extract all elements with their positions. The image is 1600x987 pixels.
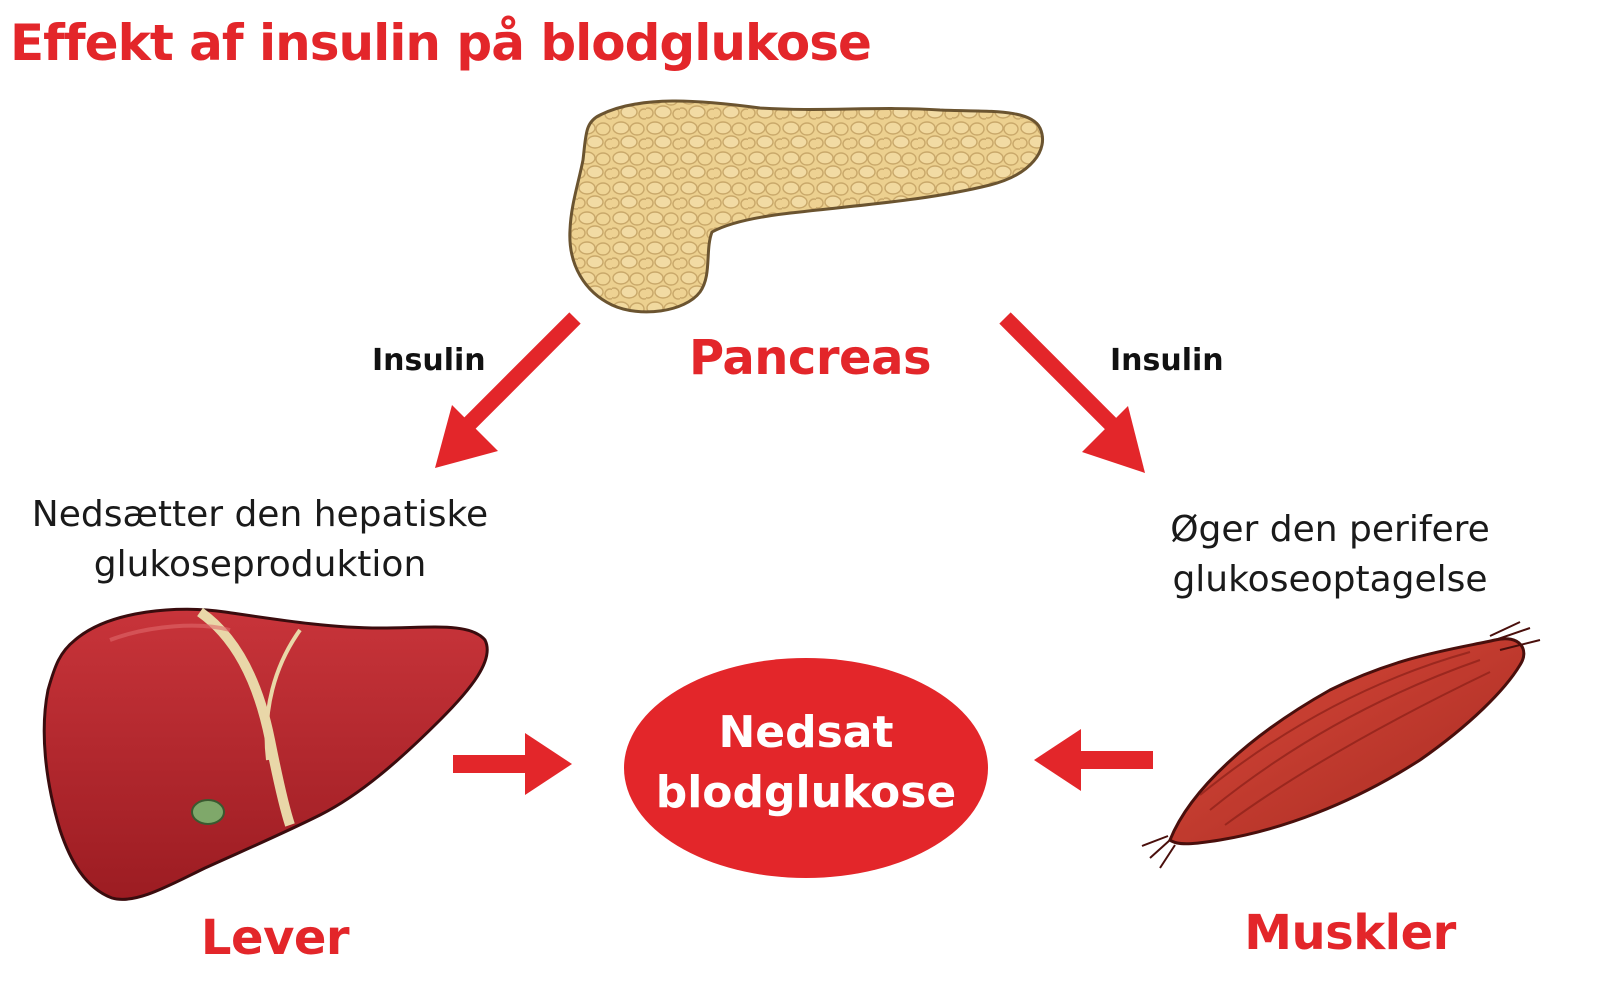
arrow-pancreas-to-liver — [435, 312, 581, 468]
arrow-pancreas-to-muscle — [999, 312, 1145, 473]
muscle-effect-text: Øger den perifere glukoseoptagelse — [1100, 505, 1560, 605]
result-line2: blodglukose — [655, 767, 957, 818]
muscle-label: Muskler — [1244, 905, 1456, 961]
result-line1: Nedsat — [718, 707, 894, 758]
pancreas-label: Pancreas — [688, 330, 932, 386]
muscle-effect-line2: glukoseoptagelse — [1172, 559, 1488, 600]
liver-effect-line1: Nedsætter den hepatiske — [31, 494, 489, 535]
liver-illustration — [42, 607, 489, 901]
liver-effect-line2: glukoseproduktion — [93, 544, 427, 585]
liver-effect-text: Nedsætter den hepatiske glukoseproduktio… — [0, 490, 520, 590]
result-ellipse — [624, 658, 988, 878]
arrow-liver-to-result — [453, 733, 572, 795]
result-text: Nedsat blodglukose — [626, 703, 986, 823]
diagram-title: Effekt af insulin på blodglukose — [10, 14, 872, 72]
arrow-muscle-to-result — [1034, 729, 1153, 791]
muscle-effect-line1: Øger den perifere — [1170, 509, 1490, 550]
insulin-label-left: Insulin — [372, 343, 486, 378]
liver-label: Lever — [200, 910, 350, 966]
insulin-label-right: Insulin — [1110, 343, 1224, 378]
muscle-illustration — [1141, 621, 1541, 869]
pancreas-illustration — [568, 99, 1044, 314]
